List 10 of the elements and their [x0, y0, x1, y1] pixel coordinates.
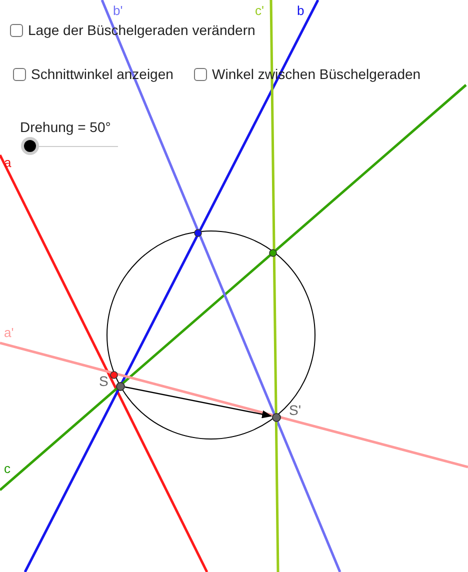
line-label: a — [4, 156, 12, 169]
line-label: a' — [4, 326, 14, 339]
slider-label: Drehung = 50° — [20, 120, 111, 134]
line-label: b' — [113, 4, 123, 17]
line-label: c — [4, 462, 10, 475]
point-label: S' — [289, 403, 302, 417]
line-label: b — [297, 4, 304, 17]
line-label: c' — [255, 4, 264, 17]
point-label: S — [99, 374, 108, 388]
vector-arrow — [124, 386, 272, 418]
